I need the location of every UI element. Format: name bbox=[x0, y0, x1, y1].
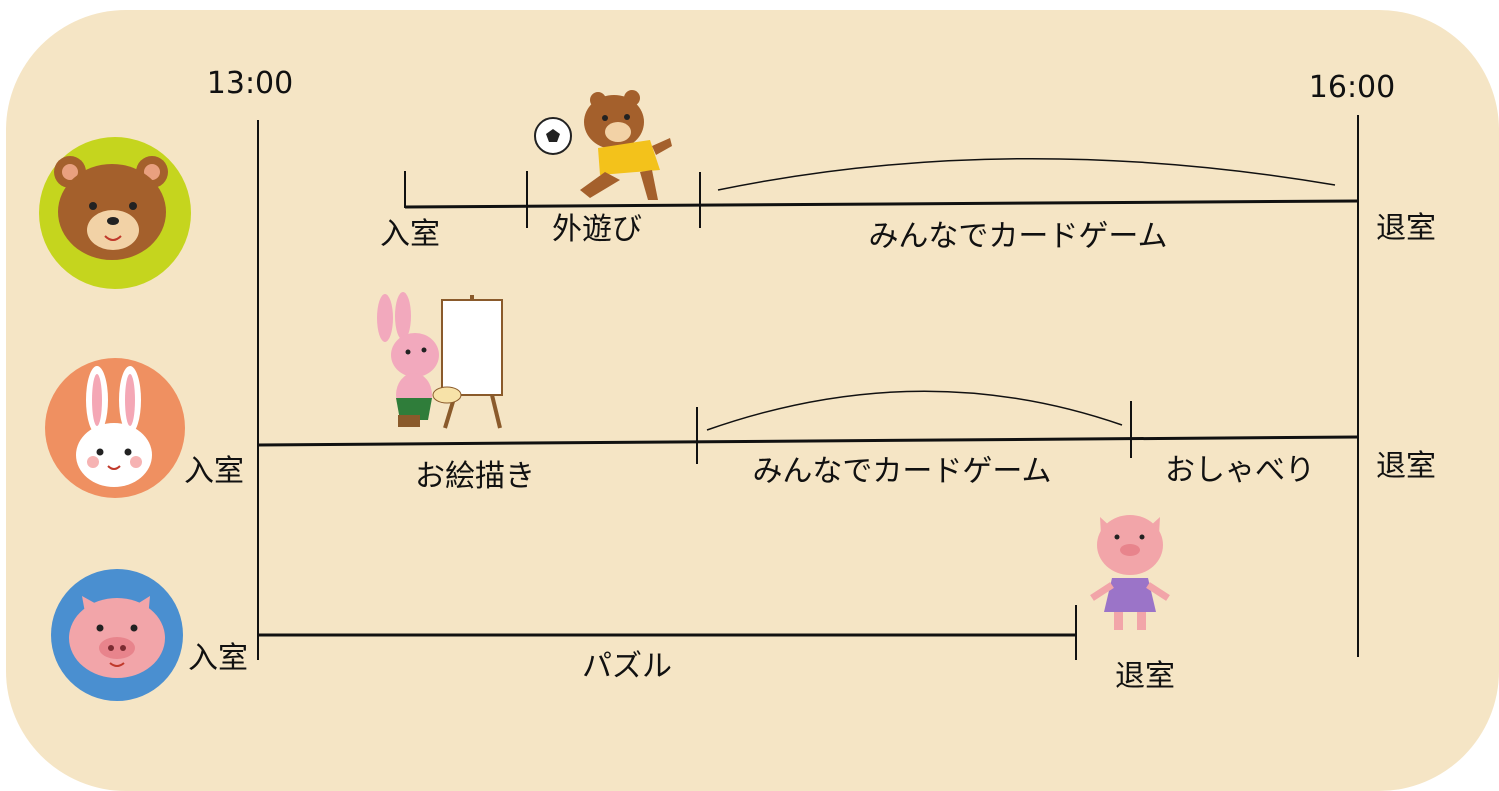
rabbit-activity-label: みんなでカードゲーム bbox=[752, 454, 1051, 489]
bear-timeline bbox=[404, 199, 1359, 209]
bear-activity-label: 外遊び bbox=[552, 212, 642, 247]
rabbit-activity-label: お絵描き bbox=[415, 459, 535, 494]
end-time-label: 16:00 bbox=[1309, 70, 1395, 105]
bear-exit-label: 退室 bbox=[1376, 211, 1436, 246]
timeline-panel bbox=[6, 10, 1499, 791]
bear-badge-icon bbox=[39, 137, 191, 289]
rabbit-activity-label: おしゃべり bbox=[1165, 453, 1315, 488]
bear-activity-label: みんなでカードゲーム bbox=[868, 219, 1167, 254]
bear-group-arc bbox=[717, 157, 1336, 191]
rabbit-group-arc bbox=[706, 390, 1123, 431]
bear-entry-label: 入室 bbox=[380, 217, 440, 252]
pig-entry-label: 入室 bbox=[188, 641, 248, 676]
rabbit-timeline bbox=[257, 435, 1359, 447]
bear-playing-soccer-icon bbox=[534, 90, 672, 200]
rabbit-entry-label: 入室 bbox=[184, 454, 244, 489]
rabbit-exit-label: 退室 bbox=[1376, 449, 1436, 484]
rabbit-painting-icon bbox=[377, 292, 503, 429]
rabbit-badge-icon bbox=[45, 358, 185, 498]
pig-activity-label: パズル bbox=[582, 649, 672, 684]
pig-standing-icon bbox=[1090, 515, 1170, 630]
pig-badge-icon bbox=[51, 569, 183, 701]
start-time-label: 13:00 bbox=[207, 66, 293, 101]
pig-exit-label: 退室 bbox=[1115, 659, 1175, 694]
